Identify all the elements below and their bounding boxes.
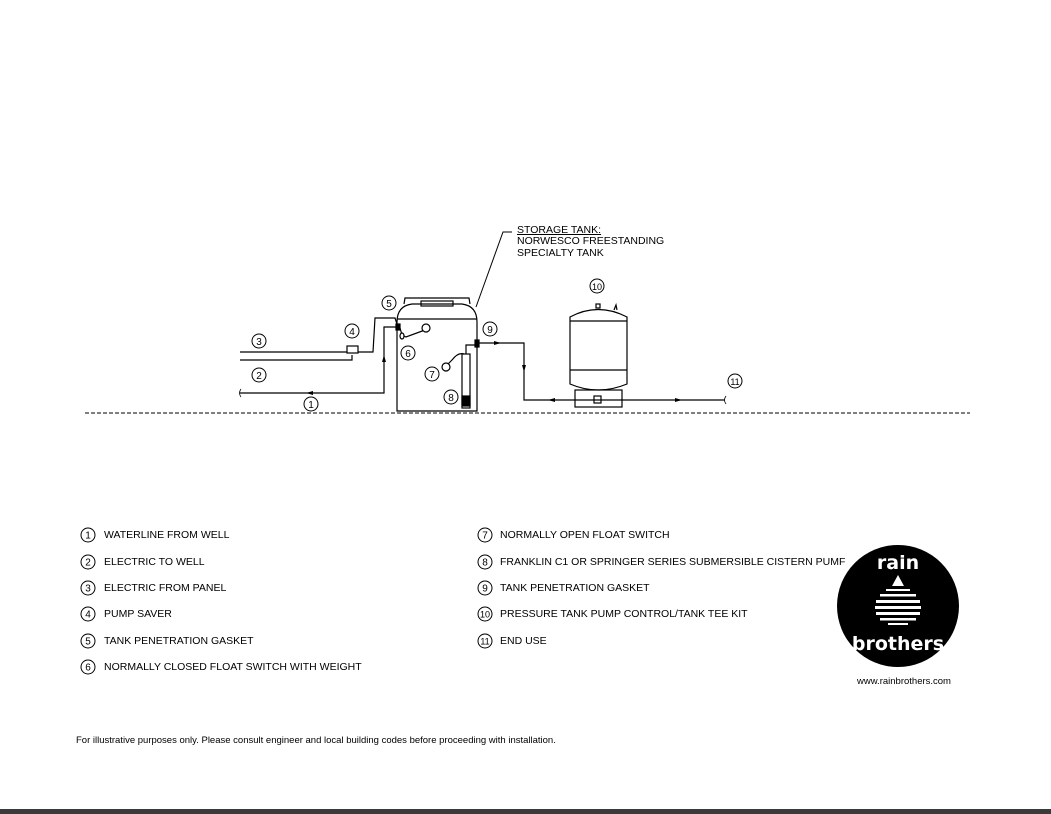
legend-number: 6 bbox=[85, 663, 91, 674]
svg-text:rain: rain bbox=[877, 552, 919, 574]
legend-number: 10 bbox=[480, 610, 490, 620]
marker-label: 10 bbox=[592, 282, 602, 292]
marker-11 bbox=[727, 373, 743, 389]
marker-8 bbox=[443, 389, 459, 405]
legend-item: PUMP SAVER bbox=[104, 608, 172, 620]
pump-saver bbox=[346, 345, 359, 354]
outlet-line bbox=[477, 342, 725, 401]
legend-marker bbox=[80, 606, 96, 622]
marker-label: 6 bbox=[405, 349, 411, 360]
marker-4 bbox=[344, 323, 360, 339]
legend-item: NORMALLY OPEN FLOAT SWITCH bbox=[500, 529, 670, 541]
legend-item: ELECTRIC FROM PANEL bbox=[104, 582, 227, 594]
legend-item: FRANKLIN C1 OR SPRINGER SERIES SUBMERSIB… bbox=[500, 556, 846, 568]
legend-number: 11 bbox=[480, 637, 489, 647]
legend-marker bbox=[80, 633, 96, 649]
legend-item: ELECTRIC TO WELL bbox=[104, 556, 205, 568]
marker-6 bbox=[400, 345, 416, 361]
legend-number: 1 bbox=[85, 531, 91, 542]
disclaimer: For illustrative purposes only. Please c… bbox=[76, 735, 556, 746]
marker-9 bbox=[482, 321, 498, 337]
marker-5 bbox=[381, 295, 397, 311]
marker-label: 5 bbox=[386, 299, 392, 310]
electric-from-panel-line bbox=[240, 317, 398, 353]
marker-label: 7 bbox=[429, 370, 435, 381]
marker-label: 11 bbox=[730, 377, 739, 387]
legend-marker bbox=[80, 554, 96, 570]
legend-number: 2 bbox=[85, 558, 91, 569]
storage-tank bbox=[396, 303, 478, 412]
legend-number: 7 bbox=[482, 531, 488, 542]
marker-10 bbox=[589, 278, 605, 294]
legend-item: TANK PENETRATION GASKET bbox=[104, 635, 254, 647]
svg-text:brothers: brothers bbox=[852, 633, 944, 655]
marker-label: 8 bbox=[448, 393, 454, 404]
marker-label: 3 bbox=[256, 337, 262, 348]
legend-item: NORMALLY CLOSED FLOAT SWITCH WITH WEIGHT bbox=[104, 661, 362, 673]
legend-marker bbox=[477, 580, 493, 596]
legend-number: 4 bbox=[85, 610, 91, 621]
website-url: www.rainbrothers.com bbox=[857, 676, 951, 687]
callout-title: STORAGE TANK: bbox=[517, 224, 602, 236]
legend-marker bbox=[477, 527, 493, 543]
bottom-bar bbox=[0, 809, 1051, 814]
marker-label: 2 bbox=[256, 371, 262, 382]
legend-item: TANK PENETRATION GASKET bbox=[500, 582, 650, 594]
marker-label: 1 bbox=[308, 400, 314, 411]
legend-item: WATERLINE FROM WELL bbox=[104, 529, 230, 541]
marker-1 bbox=[303, 396, 319, 412]
electric-to-well-line bbox=[240, 355, 353, 361]
legend-number: 3 bbox=[85, 584, 91, 595]
callout-line: SPECIALTY TANK bbox=[517, 247, 604, 259]
legend-number: 9 bbox=[482, 584, 488, 595]
pressure-tank bbox=[569, 308, 628, 391]
legend-number: 8 bbox=[482, 558, 488, 569]
marker-2 bbox=[251, 367, 267, 383]
marker-label: 4 bbox=[349, 327, 355, 338]
marker-3 bbox=[251, 333, 267, 349]
legend-number: 5 bbox=[85, 637, 91, 648]
legend-marker bbox=[80, 659, 96, 675]
legend-marker bbox=[477, 554, 493, 570]
legend-marker bbox=[477, 633, 493, 649]
legend-item: PRESSURE TANK PUMP CONTROL/TANK TEE KIT bbox=[500, 608, 748, 620]
legend-item: END USE bbox=[500, 635, 547, 647]
marker-label: 9 bbox=[487, 325, 493, 336]
legend-marker bbox=[80, 580, 96, 596]
rain-brothers-logo: rain brothers bbox=[837, 545, 959, 667]
callout-line: NORWESCO FREESTANDING bbox=[517, 235, 665, 247]
legend-marker bbox=[80, 527, 96, 543]
legend-marker bbox=[477, 606, 493, 622]
marker-7 bbox=[424, 366, 440, 382]
